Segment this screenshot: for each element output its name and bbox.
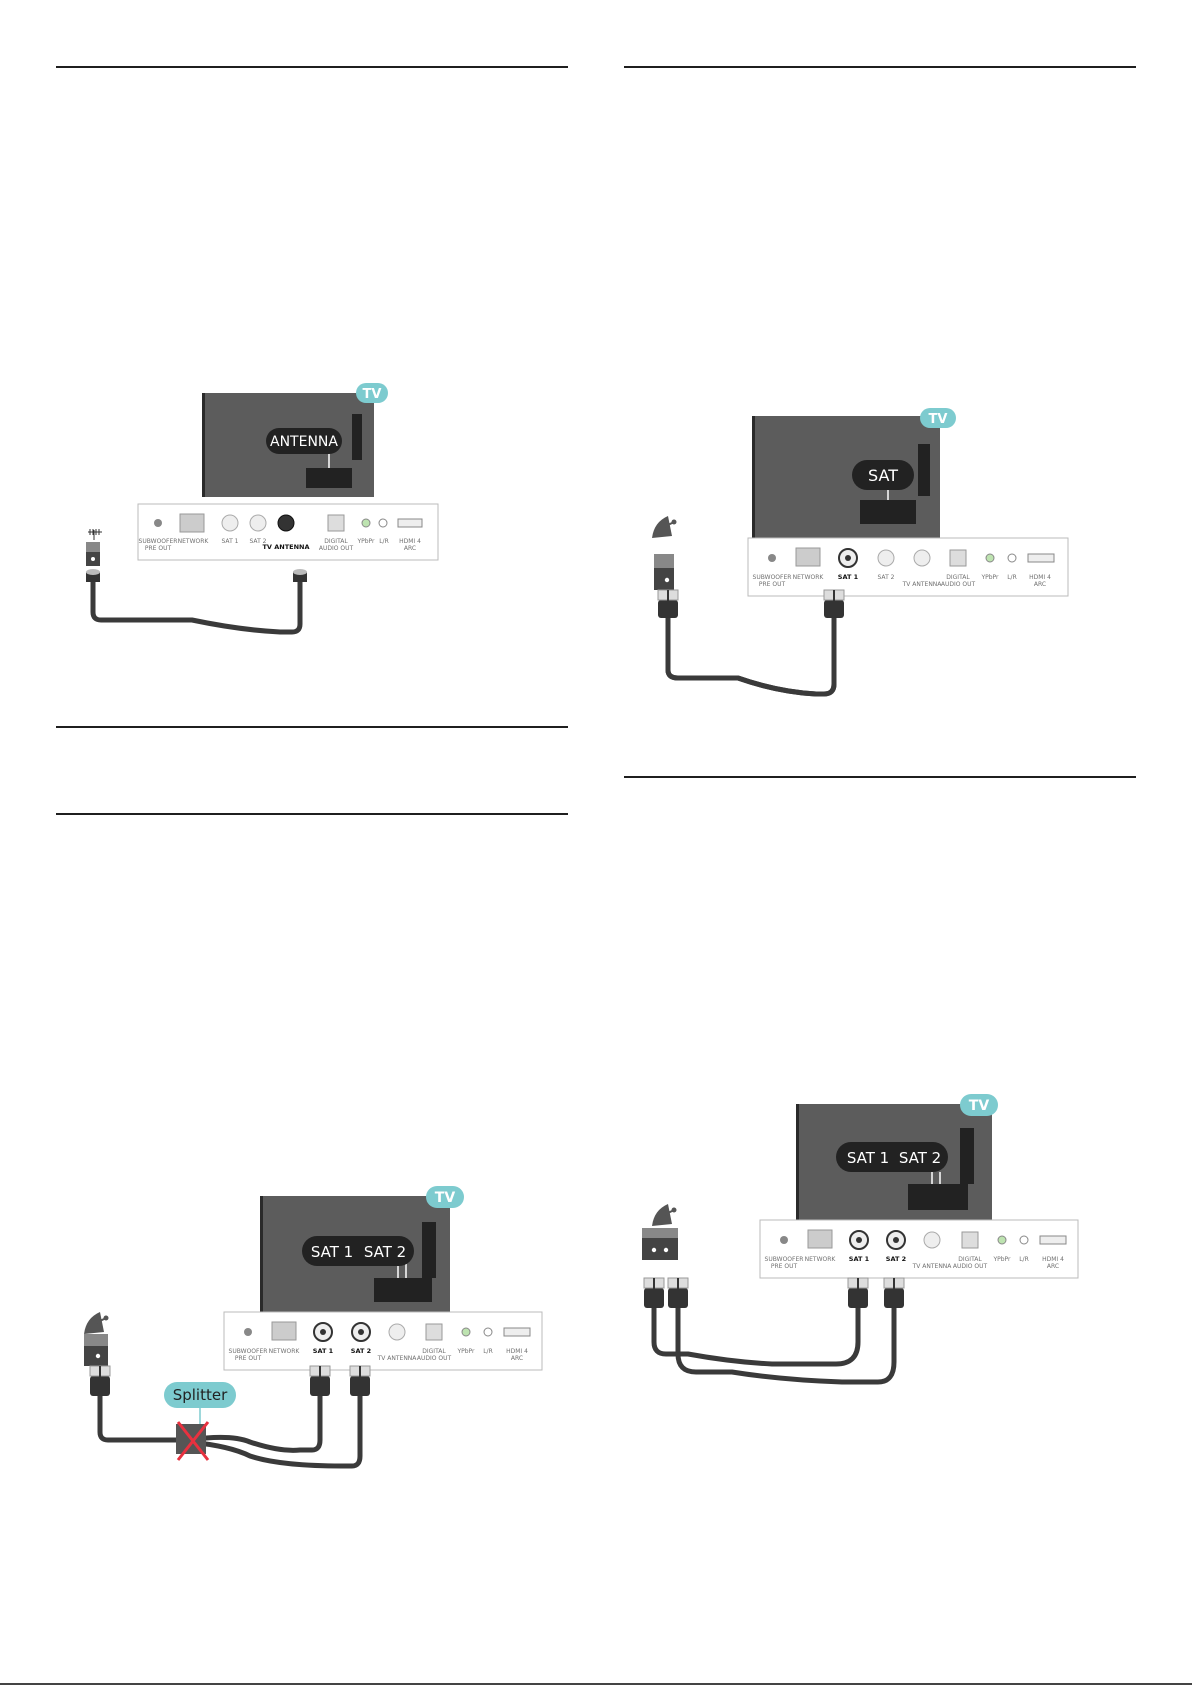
sat1-tag-label: SAT 1 xyxy=(847,1149,889,1167)
section-rule-right-1 xyxy=(624,66,1136,68)
sat2-tag-label: SAT 2 xyxy=(364,1243,406,1261)
port-label: YPbPr xyxy=(992,1256,1011,1263)
port-label: SAT 2 xyxy=(886,1255,906,1263)
sat1-tag-label: SAT 1 xyxy=(311,1243,353,1261)
port-label: YPbPr xyxy=(456,1348,475,1355)
antenna-connection-diagram: TV ANTENNA SUBWOOFER PRE OUT NETWORK SAT… xyxy=(80,380,450,640)
port-label: NETWORK xyxy=(805,1256,837,1263)
satellite-splitter-connection-diagram: TV SAT 1 SAT 2 SUBWOOFER PRE OUT NETWORK… xyxy=(80,1184,550,1474)
port-label: SAT 1 xyxy=(838,573,859,581)
tv-badge xyxy=(920,408,956,428)
coax-plug xyxy=(293,572,307,582)
port-label: SAT 1 xyxy=(849,1255,870,1263)
coax-plug xyxy=(848,1288,868,1308)
sat-tag-label: SAT xyxy=(868,466,898,485)
port-label: DIGITAL xyxy=(946,574,970,581)
port-label: SUBWOOFER xyxy=(765,1256,804,1263)
port-label: HDMI 4 xyxy=(1029,574,1051,581)
port-label: PRE OUT xyxy=(235,1355,262,1362)
port-label: HDMI 4 xyxy=(399,538,421,545)
satellite-dish-icon xyxy=(84,1312,109,1366)
port-label: L/R xyxy=(1007,574,1017,581)
port-label: SAT 2 xyxy=(250,538,267,545)
port-label: HDMI 4 xyxy=(506,1348,528,1355)
port-label: AUDIO OUT xyxy=(953,1263,988,1270)
port-label: DIGITAL xyxy=(324,538,348,545)
port-label: YPbPr xyxy=(356,538,375,545)
tv-badge-label: TV xyxy=(929,412,948,427)
section-rule-left-3 xyxy=(56,813,568,815)
tv-badge-label: TV xyxy=(435,1190,456,1206)
satellite-single-connection-diagram: TV SAT SUBWOOFER PRE OUT NETWORK SAT 1 S… xyxy=(648,404,1078,704)
port-label: L/R xyxy=(1019,1256,1029,1263)
port-label: SUBWOOFER xyxy=(753,574,792,581)
satellite-dual-connection-diagram: TV SAT 1 SAT 2 SUBWOOFER PRE OUT NETWORK… xyxy=(632,1092,1082,1392)
antenna-tag xyxy=(266,428,342,454)
satellite-dish-icon xyxy=(652,516,677,590)
port-label: TV ANTENNA xyxy=(912,1263,953,1270)
port-label: TV ANTENNA xyxy=(902,581,943,588)
coax-plug xyxy=(350,1376,370,1396)
coax-plug xyxy=(86,572,100,582)
tv-badge xyxy=(426,1186,464,1208)
port-label: PRE OUT xyxy=(145,545,172,552)
port-label: NETWORK xyxy=(178,538,210,545)
port-label: DIGITAL xyxy=(422,1348,446,1355)
port-label: YPbPr xyxy=(980,574,999,581)
sat2-tag-label: SAT 2 xyxy=(899,1149,941,1167)
port-label: ARC xyxy=(404,545,416,552)
sat-tags xyxy=(836,1142,948,1172)
port-label: SAT 1 xyxy=(222,538,239,545)
port-label: SUBWOOFER xyxy=(139,538,178,545)
port-label: SUBWOOFER xyxy=(229,1348,268,1355)
port-label: HDMI 4 xyxy=(1042,1256,1064,1263)
footer-rule xyxy=(0,1683,1192,1685)
port-label: SAT 1 xyxy=(313,1347,334,1355)
antenna-icon xyxy=(86,529,102,566)
port-label: SAT 2 xyxy=(351,1347,371,1355)
coax-plug xyxy=(668,1288,688,1308)
port-label: TV ANTENNA xyxy=(377,1355,418,1362)
port-label: PRE OUT xyxy=(759,581,786,588)
port-label: ARC xyxy=(511,1355,523,1362)
section-rule-left-1 xyxy=(56,66,568,68)
coax-plug xyxy=(658,600,678,618)
tv-badge xyxy=(356,383,388,403)
tv-badge-label: TV xyxy=(969,1098,990,1114)
satellite-dish-icon xyxy=(642,1204,678,1260)
port-label: SAT 2 xyxy=(878,574,895,581)
port-label: ARC xyxy=(1034,581,1046,588)
coax-plug xyxy=(90,1376,110,1396)
port-label: AUDIO OUT xyxy=(319,545,354,552)
section-rule-right-2 xyxy=(624,776,1136,778)
port-label: ARC xyxy=(1047,1263,1059,1270)
section-rule-left-2 xyxy=(56,726,568,728)
sat-tag xyxy=(852,460,914,490)
port-label: DIGITAL xyxy=(958,1256,982,1263)
port-label: PRE OUT xyxy=(771,1263,798,1270)
port-label: L/R xyxy=(483,1348,493,1355)
port-label: AUDIO OUT xyxy=(417,1355,452,1362)
port-label: NETWORK xyxy=(269,1348,301,1355)
splitter-label: Splitter xyxy=(173,1386,228,1404)
coax-plug xyxy=(884,1288,904,1308)
tv-badge-label: TV xyxy=(363,387,382,402)
port-label: NETWORK xyxy=(793,574,825,581)
antenna-tag-label: ANTENNA xyxy=(270,434,338,450)
splitter-badge xyxy=(164,1382,236,1408)
port-label: L/R xyxy=(379,538,389,545)
port-label: AUDIO OUT xyxy=(941,581,976,588)
sat-tags xyxy=(302,1236,414,1266)
tv-badge xyxy=(960,1094,998,1116)
coax-plug xyxy=(644,1288,664,1308)
coax-plug xyxy=(310,1376,330,1396)
port-label: TV ANTENNA xyxy=(263,543,310,551)
coax-plug xyxy=(824,600,844,618)
